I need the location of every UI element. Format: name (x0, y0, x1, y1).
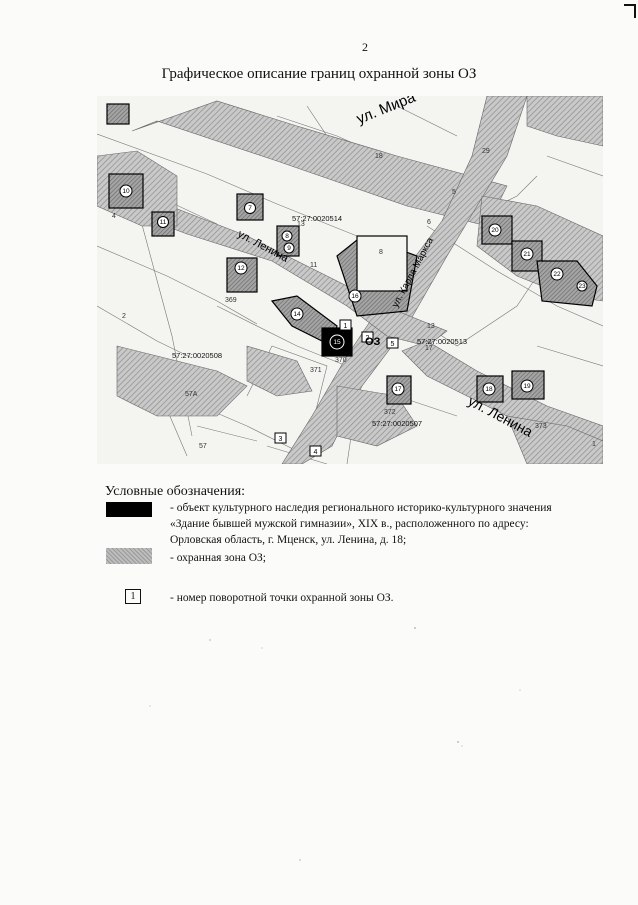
object-11: 11 (157, 216, 169, 228)
svg-text:4: 4 (112, 213, 116, 220)
svg-text:13: 13 (297, 221, 305, 228)
svg-text:19: 19 (523, 383, 531, 390)
svg-text:5: 5 (452, 189, 456, 196)
svg-text:10: 10 (122, 188, 130, 195)
svg-text:18: 18 (375, 153, 383, 160)
svg-text:21: 21 (523, 251, 531, 258)
svg-text:8: 8 (285, 233, 289, 240)
svg-text:20: 20 (491, 227, 499, 234)
legend-item-heritage: - объект культурного наследия региональн… (170, 500, 610, 548)
object-8: 8 (281, 230, 293, 242)
object-15: 15 (329, 334, 345, 350)
page-title: Графическое описание границ охранной зон… (161, 66, 477, 82)
svg-text:370: 370 (335, 357, 347, 364)
svg-text:23: 23 (578, 283, 586, 290)
legend-line: «Здание бывшей мужской гимназии», XIX в.… (170, 518, 529, 530)
svg-text:372: 372 (384, 409, 396, 416)
object-19: 19 (520, 379, 534, 393)
object-17: 17 (391, 382, 405, 396)
turn-point-2: 2 (361, 331, 374, 343)
object-23: 23 (576, 280, 588, 292)
svg-text:2: 2 (122, 313, 126, 320)
object-21: 21 (520, 247, 534, 261)
object-14: 14 (290, 307, 304, 321)
turn-point-1: 1 (339, 319, 352, 331)
svg-text:15: 15 (333, 339, 341, 346)
svg-text:57A: 57A (185, 391, 198, 398)
svg-text:1: 1 (344, 323, 348, 330)
object-16: 16 (348, 289, 362, 303)
svg-text:373: 373 (535, 423, 547, 430)
object-9: 9 (283, 242, 295, 254)
cadastral-3: 57:27:0020507 (372, 419, 422, 428)
legend-line: Орловская область, г. Мценск, ул. Ленина… (170, 534, 407, 546)
svg-text:57: 57 (199, 443, 207, 450)
object-7: 7 (244, 202, 256, 214)
svg-text:12: 12 (237, 265, 245, 272)
svg-text:5: 5 (391, 341, 395, 348)
zone-label: ОЗ (365, 336, 381, 348)
object-18: 18 (482, 382, 496, 396)
page-number: 2 (362, 40, 368, 54)
legend-item-turn-point: - номер поворотной точки охранной зоны О… (170, 592, 394, 604)
svg-text:371: 371 (310, 367, 322, 374)
svg-text:29: 29 (482, 148, 490, 155)
svg-text:1: 1 (592, 441, 596, 448)
svg-text:8: 8 (379, 249, 383, 256)
cadastral-1: 57:27:0020508 (172, 351, 222, 360)
turn-point-5: 5 (386, 337, 399, 349)
svg-text:2: 2 (366, 335, 370, 342)
object-10: 10 (119, 184, 133, 198)
cadastral-4: 57:27:0020514 (292, 214, 342, 223)
svg-text:22: 22 (553, 271, 561, 278)
svg-text:18: 18 (485, 386, 493, 393)
object-20: 20 (488, 223, 502, 237)
corner-mark (624, 4, 636, 18)
svg-text:17: 17 (425, 345, 433, 352)
legend-swatch-protective-zone (106, 548, 152, 564)
svg-text:16: 16 (351, 293, 359, 300)
svg-text:14: 14 (293, 311, 301, 318)
cadastral-2: 57:27:0020513 (417, 337, 467, 346)
object-22: 22 (550, 267, 564, 281)
svg-text:9: 9 (287, 245, 291, 252)
zone-map: 10 11 7 8 9 12 14 15 16 17 18 19 20 21 2… (97, 96, 603, 464)
legend-item-zone: - охранная зона ОЗ; (170, 552, 266, 564)
svg-text:4: 4 (314, 449, 318, 456)
object-12: 12 (234, 261, 248, 275)
turn-point-3: 3 (274, 432, 287, 444)
svg-text:11: 11 (160, 219, 167, 226)
turn-point-4: 4 (309, 445, 322, 457)
svg-text:369: 369 (225, 297, 237, 304)
svg-text:6: 6 (427, 219, 431, 226)
svg-text:7: 7 (248, 205, 252, 212)
svg-text:3: 3 (279, 436, 283, 443)
legend-title: Условные обозначения: (105, 484, 246, 499)
svg-text:11: 11 (310, 262, 317, 269)
legend-swatch-heritage-object (106, 502, 152, 517)
legend-line: - объект культурного наследия региональн… (170, 502, 552, 514)
svg-text:13: 13 (427, 323, 435, 330)
svg-text:17: 17 (394, 386, 402, 393)
legend-swatch-turn-point: 1 (125, 589, 141, 604)
